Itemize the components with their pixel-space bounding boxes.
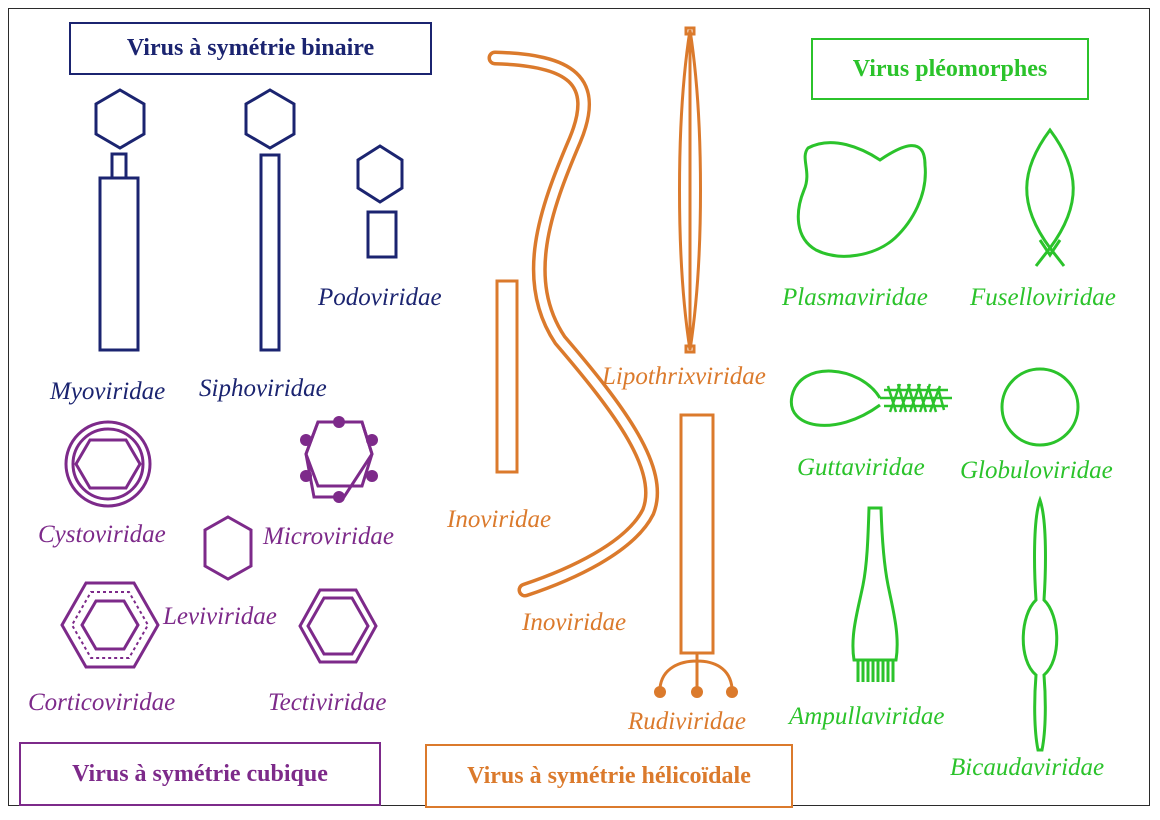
myoviridae-tail [100, 178, 138, 350]
rudiviridae-fiber-tips [654, 686, 738, 698]
inoviridae-short-rod [497, 281, 517, 472]
label-tectiviridae: Tectiviridae [268, 690, 387, 715]
label-ampullaviridae: Ampullaviridae [789, 704, 945, 729]
label-globuloviridae: Globuloviridae [960, 458, 1113, 483]
microviridae-hexagon [306, 422, 372, 486]
label-siphoviridae: Siphoviridae [199, 376, 327, 401]
microviridae-spike-2 [366, 434, 378, 446]
rudiviridae-tip-left [654, 686, 666, 698]
globuloviridae-body [1002, 369, 1078, 445]
guttaviridae-fibers [880, 384, 952, 412]
microviridae-spike-1 [333, 416, 345, 428]
podoviridae-head [358, 146, 402, 202]
myoviridae-collar [112, 154, 126, 178]
fuselloviridae-body [1027, 130, 1074, 248]
microviridae-spike-3 [366, 470, 378, 482]
rudiviridae-rod [681, 415, 713, 653]
label-corticoviridae: Corticoviridae [28, 690, 175, 715]
corticoviridae-outer [62, 583, 158, 667]
label-microviridae: Microviridae [263, 524, 394, 549]
group-title-cubique: Virus à symétrie cubique [19, 742, 381, 806]
label-leviviridae: Leviviridae [163, 604, 277, 629]
label-fuselloviridae: Fuselloviridae [970, 285, 1116, 310]
group-title-helicoidale: Virus à symétrie hélicoïdale [425, 744, 793, 808]
rudiviridae-tip-center [691, 686, 703, 698]
ampullaviridae-body [853, 508, 897, 660]
tectiviridae-inner [308, 598, 368, 654]
siphoviridae-head [246, 90, 294, 148]
leviviridae-capsid [205, 517, 251, 579]
label-inoviridae-long: Inoviridae [522, 610, 626, 635]
tectiviridae-outer [300, 590, 376, 662]
label-guttaviridae: Guttaviridae [797, 455, 925, 480]
label-podoviridae: Podoviridae [318, 285, 442, 310]
label-cystoviridae: Cystoviridae [38, 522, 166, 547]
rudiviridae-fibers [660, 653, 732, 688]
corticoviridae-inner [82, 601, 138, 649]
fuselloviridae-tail [1036, 240, 1064, 266]
podoviridae-tail [368, 212, 396, 257]
siphoviridae-tail [261, 155, 279, 350]
label-lipothrixviridae: Lipothrixviridae [602, 364, 766, 389]
microviridae-spike-5 [300, 470, 312, 482]
label-bicaudaviridae: Bicaudaviridae [950, 755, 1104, 780]
label-rudiviridae: Rudiviridae [628, 709, 746, 734]
bicaudaviridae-body [1023, 500, 1057, 750]
cystoviridae-outer-shell [66, 422, 150, 506]
group-title-binaire: Virus à symétrie binaire [69, 22, 432, 75]
cystoviridae-capsid [76, 440, 140, 488]
group-title-pleomorphe: Virus pléomorphes [811, 38, 1089, 100]
microviridae-spike-6 [300, 434, 312, 446]
label-plasmaviridae: Plasmaviridae [782, 285, 928, 310]
label-myoviridae: Myoviridae [50, 379, 165, 404]
microviridae-spike-4 [333, 491, 345, 503]
label-inoviridae-short: Inoviridae [447, 507, 551, 532]
plasmaviridae-body [798, 143, 925, 257]
guttaviridae-body [791, 371, 880, 425]
rudiviridae-tip-right [726, 686, 738, 698]
myoviridae-head [96, 90, 144, 148]
ampullaviridae-fibers [858, 660, 893, 682]
